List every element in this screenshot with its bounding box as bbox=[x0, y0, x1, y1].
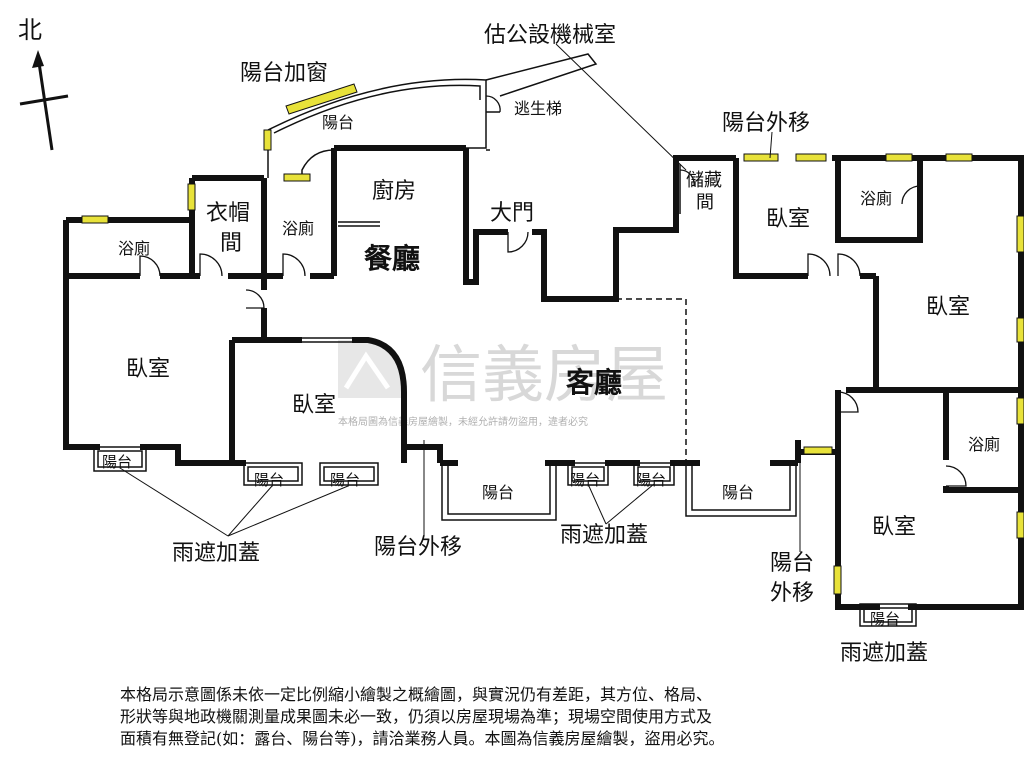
bedroom-label-2: 臥室 bbox=[292, 393, 336, 418]
bathroom-label-mid: 浴廁 bbox=[282, 219, 314, 238]
bathroom-label-ne: 浴廁 bbox=[860, 189, 892, 208]
balcony-label-se: 陽台 bbox=[870, 610, 900, 628]
balcony-window-label: 陽台加窗 bbox=[240, 61, 328, 86]
main-door-label: 大門 bbox=[490, 201, 534, 226]
disclaimer-line-3: 面積有無登記(如：露台、陽台等)，請洽業務人員。本圖為信義房屋繪製，盜用必究。 bbox=[120, 729, 725, 748]
wardrobe-label-1: 衣帽 bbox=[206, 201, 250, 226]
balcony-label-b2b: 陽台 bbox=[330, 471, 360, 489]
kitchen-label: 廚房 bbox=[372, 179, 416, 204]
floor-plan: 信義房屋 本格局圖為信義房屋繪製，未經允許請勿盜用，違者必究 北 bbox=[18, 16, 1024, 666]
bathroom-label-west: 浴廁 bbox=[118, 239, 150, 258]
compass-label: 北 bbox=[18, 16, 42, 44]
storage-label-1: 儲藏 bbox=[686, 170, 722, 191]
door-swing-icons bbox=[139, 95, 967, 487]
balcony-moved-label-v1: 陽台 bbox=[770, 551, 814, 576]
escape-stair-label: 逃生梯 bbox=[514, 99, 562, 118]
balcony-label-sw: 陽台 bbox=[102, 453, 132, 471]
watermark-brand: 信義房屋 bbox=[420, 338, 668, 411]
disclaimer-line-2: 形狀等與地政機關測量成果圖未必一致，仍須以房屋現場為準；現場空間使用方式及 bbox=[120, 707, 713, 726]
wardrobe-label-2: 間 bbox=[220, 231, 242, 256]
balcony-label-living3: 陽台 bbox=[636, 471, 666, 489]
rain-cover-label-mid: 雨遮加蓋 bbox=[560, 523, 648, 548]
rain-cover-label-west: 雨遮加蓋 bbox=[172, 541, 260, 566]
balcony-label-living4: 陽台 bbox=[722, 483, 754, 502]
balcony-label-living2: 陽台 bbox=[570, 471, 600, 489]
balcony-moved-label-v2: 外移 bbox=[770, 581, 814, 606]
bathroom-label-se: 浴廁 bbox=[968, 435, 1000, 454]
balcony-label-living1: 陽台 bbox=[482, 483, 514, 502]
living-room-label: 客廳 bbox=[566, 366, 622, 399]
storage-label-2: 間 bbox=[696, 192, 714, 213]
balcony-outlines bbox=[93, 53, 917, 627]
balcony-moved-top-label: 陽台外移 bbox=[722, 111, 810, 136]
upper-balcony-label: 陽台 bbox=[322, 113, 354, 132]
disclaimer-text: 本格局示意圖係未依一定比例縮小繪製之概繪圖，與實況仍有差距，其方位、格局、 形狀… bbox=[120, 684, 940, 750]
disclaimer-line-1: 本格局示意圖係未依一定比例縮小繪製之概繪圖，與實況仍有差距，其方位、格局、 bbox=[120, 685, 713, 704]
watermark: 信義房屋 本格局圖為信義房屋繪製，未經允許請勿盜用，違者必究 bbox=[338, 338, 668, 428]
room-labels: 估公設機械室 陽台加窗 陽台 逃生梯 陽台外移 儲藏 間 衣帽 間 廚房 浴廁 … bbox=[102, 23, 1000, 666]
brand-logo-icon bbox=[338, 340, 404, 398]
bedroom-label-ne: 臥室 bbox=[766, 207, 810, 232]
dining-room-label: 餐廳 bbox=[364, 242, 420, 275]
balcony-label-b2a: 陽台 bbox=[254, 471, 284, 489]
window-marks bbox=[81, 83, 1024, 595]
bedroom-label-west: 臥室 bbox=[126, 357, 170, 382]
watermark-subtitle: 本格局圖為信義房屋繪製，未經允許請勿盜用，違者必究 bbox=[338, 415, 588, 428]
bedroom-label-se: 臥室 bbox=[872, 515, 916, 540]
rain-cover-label-se: 雨遮加蓋 bbox=[840, 641, 928, 666]
bedroom-label-e: 臥室 bbox=[926, 295, 970, 320]
annotation-lines bbox=[119, 43, 801, 552]
balcony-moved-label-south: 陽台外移 bbox=[374, 535, 462, 560]
machine-room-label: 估公設機械室 bbox=[484, 23, 616, 48]
north-arrow-icon bbox=[19, 50, 69, 151]
